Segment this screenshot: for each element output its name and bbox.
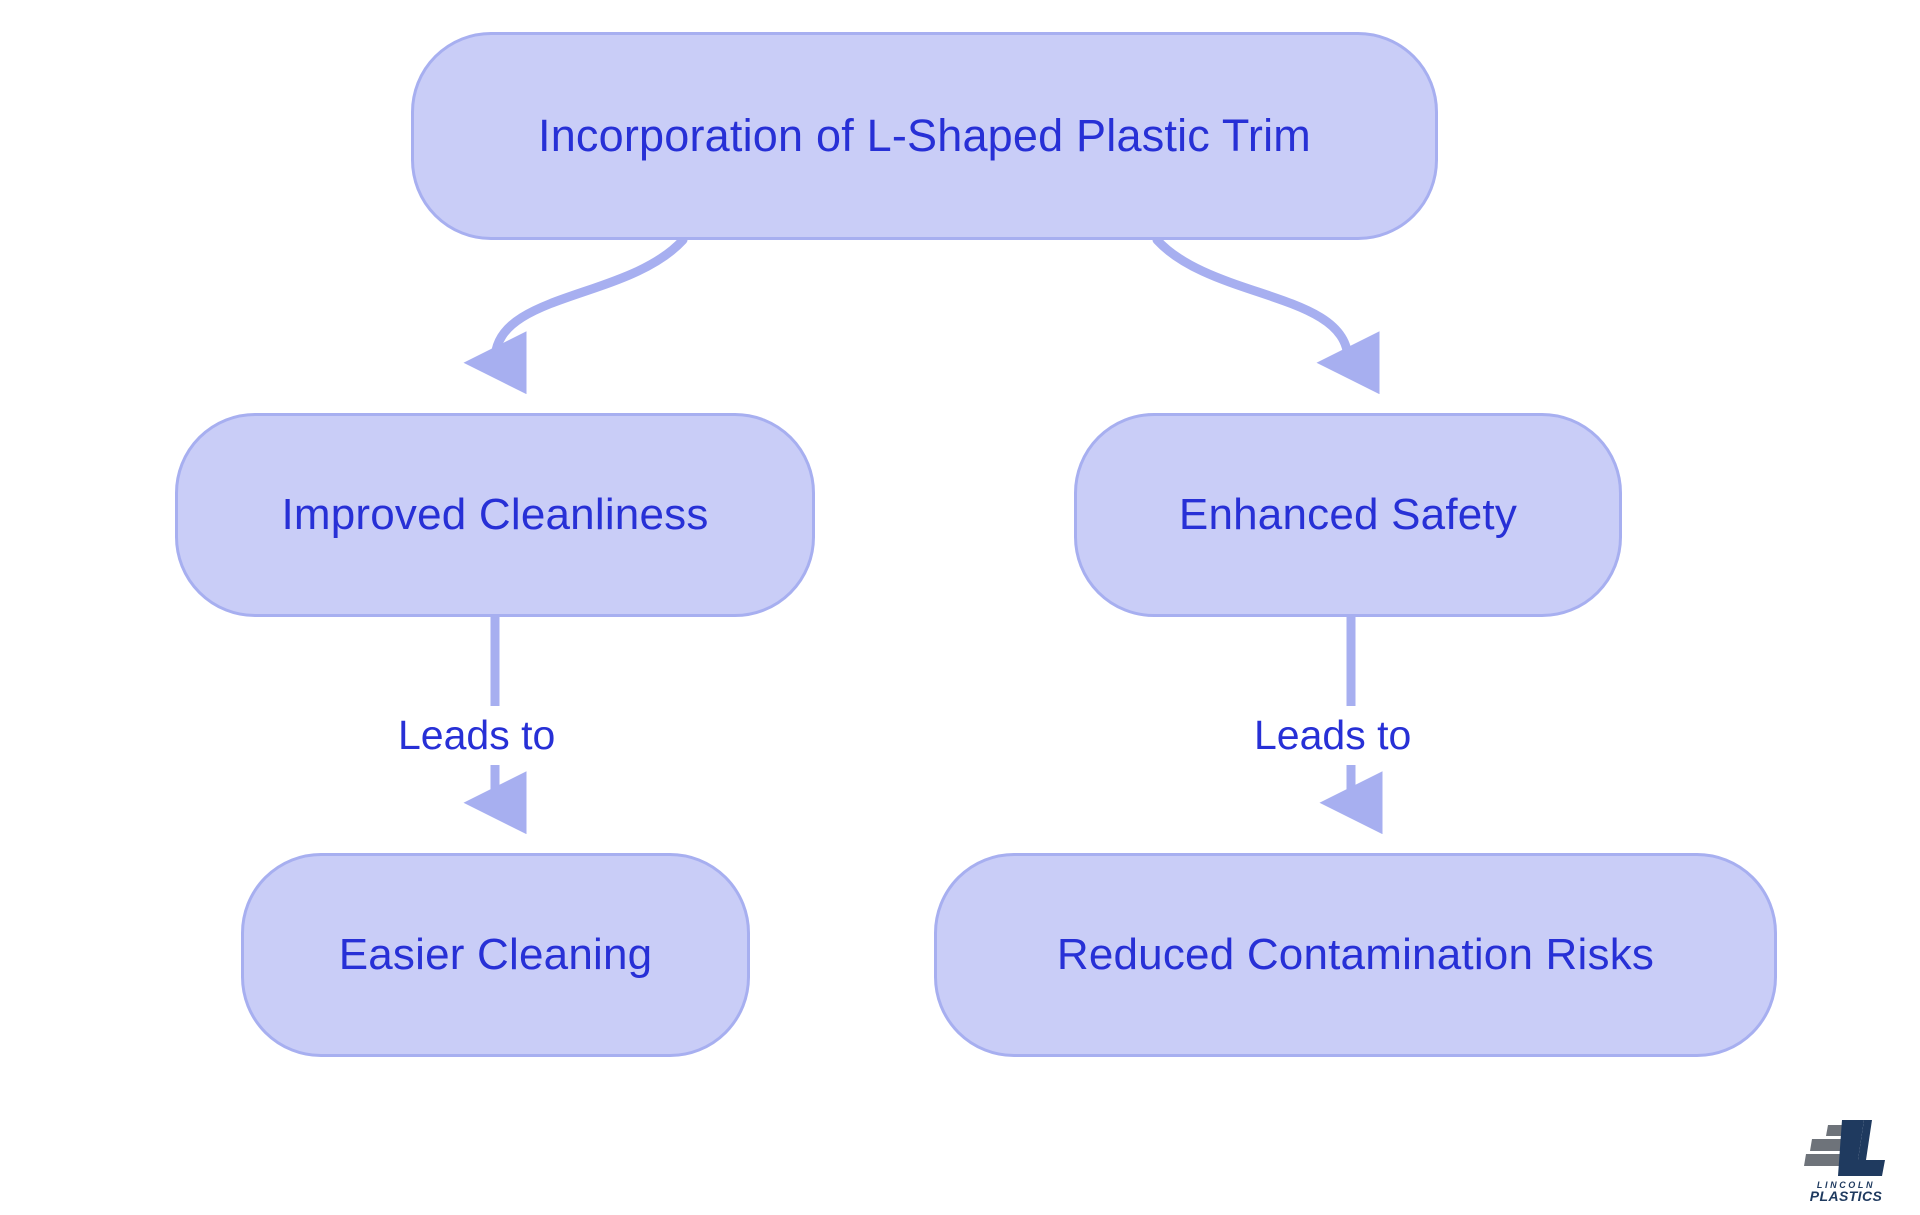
flow-node-improved-cleanliness[interactable]: Improved Cleanliness (175, 413, 815, 617)
edge-label-leads-to-safety: Leads to (1244, 709, 1422, 762)
flow-node-reduced-contamination-risks[interactable]: Reduced Contamination Risks (934, 853, 1777, 1057)
flow-node-enhanced-safety[interactable]: Enhanced Safety (1074, 413, 1622, 617)
flow-node-root[interactable]: Incorporation of L-Shaped Plastic Trim (411, 32, 1438, 240)
edge-root-to-cleanliness (463, 235, 688, 395)
edge-label-leads-to-cleanliness: Leads to (388, 709, 566, 762)
logo-wordmark-lincoln: LINCOLN (1817, 1180, 1875, 1190)
logo-gray-bars-icon (1804, 1125, 1845, 1166)
lincoln-plastics-logo: LINCOLN PLASTICS (1804, 1120, 1885, 1204)
logo-letter-l-icon (1838, 1120, 1885, 1176)
edge-root-to-safety (1152, 235, 1380, 395)
flow-node-easier-cleaning[interactable]: Easier Cleaning (241, 853, 750, 1057)
logo-wordmark-plastics: PLASTICS (1810, 1188, 1883, 1204)
